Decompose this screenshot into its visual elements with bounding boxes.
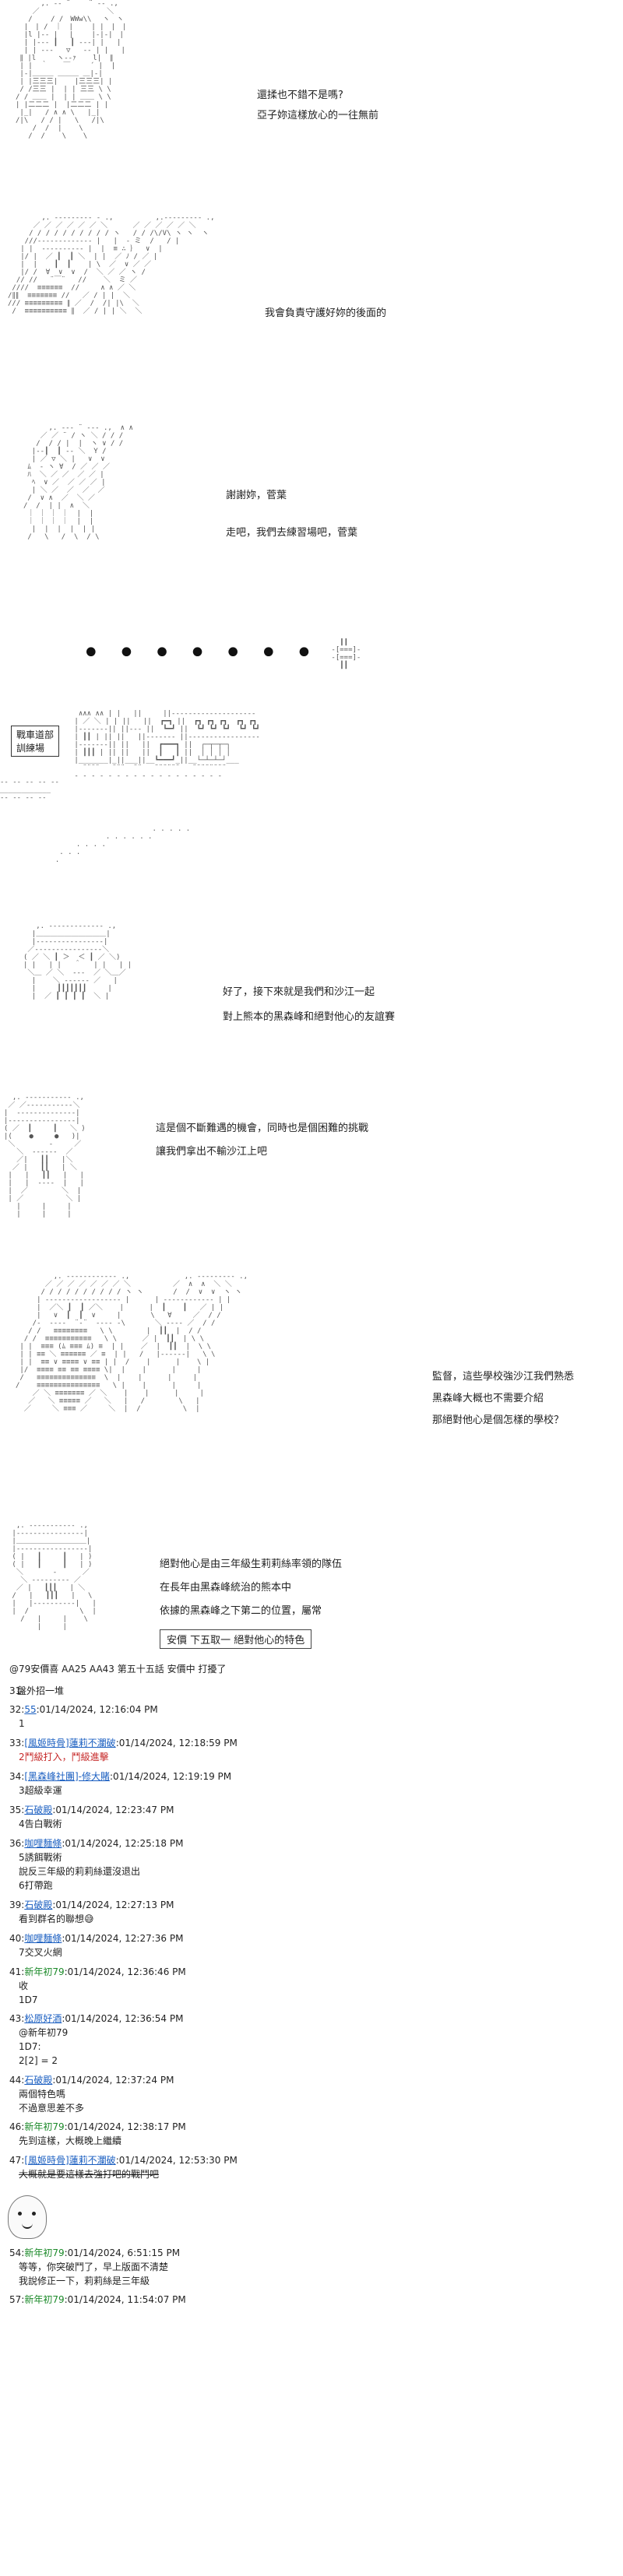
post-body: 我說修正一下，莉莉絲是三年級 bbox=[19, 2276, 150, 2286]
poster-name: 新年初79 bbox=[24, 2247, 65, 2258]
post-header: 41:新年初79:01/14/2024, 12:36:46 PM bbox=[9, 1966, 186, 1977]
ascii-art-road: ‐‐ ‐‐ ‐‐ ‐‐ ‐‐ ____________ ‐‐ ‐‐ ‐‐ ‐‐ bbox=[0, 778, 59, 802]
post-header: 32:55:01/14/2024, 12:16:04 PM bbox=[9, 1704, 158, 1715]
ascii-art-panel-2: ,. -‐‐‐‐‐‐‐‐ - ., ,.-‐‐‐‐‐‐‐- ., ／ ／ ／ ／… bbox=[8, 214, 215, 315]
thread-title: @79安價喜 AA25 AA43 第五十五話 安價中 打擾了 bbox=[9, 1664, 227, 1675]
post-body: 說反三年級的莉莉絲還沒退出 bbox=[19, 1866, 141, 1877]
post-body: 不過意思差不多 bbox=[19, 2103, 85, 2114]
post-body: 盤外招一堆 bbox=[17, 1685, 65, 1696]
ascii-art-drone: ┃┃ ‐[===]‐ ‐[===]‐ ┃┃ bbox=[331, 638, 361, 669]
poster-link[interactable]: 55 bbox=[24, 1704, 37, 1715]
post-41: 41:新年初79:01/14/2024, 12:36:46 PM 收 1D7 bbox=[9, 1965, 186, 2007]
sign-tank-club: 戰車道部 訓練場 bbox=[11, 726, 60, 757]
eye-left-icon bbox=[18, 2212, 22, 2216]
post-body: 1D7 bbox=[19, 1994, 38, 2005]
post-body: 2[2] = 2 bbox=[19, 2055, 58, 2066]
post-body: 等等，你突破鬥了，早上版面不清楚 bbox=[19, 2261, 169, 2272]
dialogue-panel-7: 這是個不斷難遇的機會，同時也是個困難的挑戰 讓我們拿出不輸沙江上吧 bbox=[156, 1123, 369, 1158]
post-header: 46:新年初79:01/14/2024, 12:38:17 PM bbox=[9, 2121, 186, 2132]
poster-name: 新年初79 bbox=[24, 1966, 65, 1977]
post-54: 54:新年初79:01/14/2024, 6:51:15 PM 等等，你突破鬥了… bbox=[9, 2246, 180, 2288]
post-47: 47:[風姬時骨]蓮莉不瀾破:01/14/2024, 12:53:30 PM 大… bbox=[9, 2153, 238, 2181]
post-header: 34:[黑森峰社團]-修大賭:01/14/2024, 12:19:19 PM bbox=[9, 1771, 232, 1782]
ascii-art-panel-9: ,. -‐‐‐‐‐‐‐‐‐- ., |‐‐‐‐‐‐‐‐‐‐‐‐‐‐‐‐| |＿＿… bbox=[12, 1522, 97, 1631]
post-body: 看到群名的聯想😅 bbox=[19, 1914, 94, 1924]
post-header: 47:[風姬時骨]蓮莉不瀾破:01/14/2024, 12:53:30 PM bbox=[9, 2155, 238, 2166]
post-header: 54:新年初79:01/14/2024, 6:51:15 PM bbox=[9, 2247, 181, 2258]
ascii-art-building: ∧∧∧ ∧∧ | | || ||‐‐‐‐‐‐‐‐‐‐‐‐‐‐‐‐‐‐‐‐ | ／… bbox=[74, 710, 260, 780]
sticker-face-image bbox=[8, 2195, 47, 2239]
post-39: 39:石破殿:01/14/2024, 12:27:13 PM 看到群名的聯想😅 bbox=[9, 1898, 174, 1926]
post-header: 36:咖哩麵條:01/14/2024, 12:25:18 PM bbox=[9, 1838, 184, 1849]
mouth-icon bbox=[22, 2223, 33, 2229]
dialogue-panel-1: 還揉也不錯不是嗎? 亞子妳這樣放心的一往無前 bbox=[257, 90, 379, 121]
ascii-art-panel-7: ,. -‐‐‐‐‐‐‐‐‐- ., ／ ／‐‐‐‐‐‐‐‐‐‐‐＼ | ‐‐‐‐… bbox=[4, 1094, 86, 1218]
post-body: 1 bbox=[19, 1718, 25, 1729]
poster-link[interactable]: 石破殿 bbox=[24, 2075, 53, 2086]
post-header: 57:新年初79:01/14/2024, 11:54:07 PM bbox=[9, 2294, 186, 2305]
poster-link[interactable]: [風姬時骨]蓮莉不瀾破 bbox=[24, 2155, 116, 2166]
post-body: 收 bbox=[19, 1980, 29, 1991]
dialogue-panel-3: 謝謝妳，菅葉 走吧，我們去練習場吧，菅葉 bbox=[226, 490, 358, 539]
post-header: 44:石破殿:01/14/2024, 12:37:24 PM bbox=[9, 2075, 174, 2086]
dialogue-panel-2: 我會負責守護好妳的後面的 bbox=[265, 308, 387, 319]
post-40: 40:咖哩麵條:01/14/2024, 12:27:36 PM 7交叉火網 bbox=[9, 1931, 183, 1959]
poster-link[interactable]: 松原好酒 bbox=[24, 2013, 62, 2024]
post-body: 4告白戰術 bbox=[19, 1819, 62, 1829]
poster-name: 新年初79 bbox=[24, 2121, 65, 2132]
post-header: 43:松原好酒:01/14/2024, 12:36:54 PM bbox=[9, 2013, 184, 2024]
post-31: 31: 盤外招一堆 bbox=[9, 1684, 64, 1698]
poster-link[interactable]: 石破殿 bbox=[24, 1899, 53, 1910]
poster-name: 新年初79 bbox=[24, 2294, 65, 2305]
post-header: 39:石破殿:01/14/2024, 12:27:13 PM bbox=[9, 1899, 174, 1910]
dialogue-panel-9: 絕對他心是由三年級生莉莉絲率領的隊伍 在長年由黑森峰統治的熊本中 依據的黑森峰之… bbox=[160, 1559, 343, 1617]
ascii-art-panel-8: ,. -‐‐‐‐‐‐‐‐‐‐- ., ,. -‐‐‐‐‐‐‐- ., ／ ／ ／… bbox=[16, 1273, 248, 1413]
ascii-art-panel-3: ,. -‐‐ ¨ ‐‐- ., ∧ ∧ ／ ／ ¨ / ヽ ＼ / / / / … bbox=[23, 424, 133, 541]
post-body: 兩個特色嗎 bbox=[19, 2089, 66, 2100]
post-header: 40:咖哩麵條:01/14/2024, 12:27:36 PM bbox=[9, 1933, 184, 1944]
post-body: 大概就是要這樣去強打吧的戰鬥吧 bbox=[19, 2169, 160, 2180]
post-body: @新年初79 bbox=[19, 2027, 69, 2038]
post-body: 7交叉火網 bbox=[19, 1947, 62, 1958]
post-header: 33:[風姬時骨]蓮莉不瀾破:01/14/2024, 12:18:59 PM bbox=[9, 1738, 238, 1748]
dialogue-panel-6: 好了，接下來就是我們和沙江一起 對上熊本的黑森峰和絕對他心的友誼賽 bbox=[223, 986, 396, 1023]
choice-prompt-box: 安價 下五取一 絕對他心的特色 bbox=[160, 1629, 312, 1649]
poster-link[interactable]: 咖哩麵條 bbox=[24, 1838, 62, 1849]
post-body: 3超級幸運 bbox=[19, 1785, 62, 1796]
post-43: 43:松原好酒:01/14/2024, 12:36:54 PM @新年初79 1… bbox=[9, 2012, 183, 2068]
post-57: 57:新年初79:01/14/2024, 11:54:07 PM bbox=[9, 2293, 186, 2307]
post-header: 35:石破殿:01/14/2024, 12:23:47 PM bbox=[9, 1805, 174, 1815]
poster-link[interactable]: 石破殿 bbox=[24, 1805, 53, 1815]
post-header: 31: bbox=[9, 1685, 25, 1696]
post-44: 44:石破殿:01/14/2024, 12:37:24 PM 兩個特色嗎 不過意… bbox=[9, 2073, 174, 2115]
ellipsis-dots: ••••••• bbox=[82, 635, 331, 671]
post-body: 先到這樣，大概晚上繼續 bbox=[19, 2135, 122, 2146]
eye-right-icon bbox=[32, 2212, 36, 2216]
poster-link[interactable]: [黑森峰社團]-修大賭 bbox=[24, 1771, 111, 1782]
dialogue-panel-8: 監督，這些學校強沙江我們熟悉 黑森峰大概也不需要介紹 那絕對他心是個怎樣的學校？ bbox=[432, 1371, 575, 1426]
poster-link[interactable]: 咖哩麵條 bbox=[24, 1933, 62, 1944]
post-body: 5誘餌戰術 bbox=[19, 1852, 62, 1863]
post-32: 32:55:01/14/2024, 12:16:04 PM 1 bbox=[9, 1703, 158, 1731]
poster-link[interactable]: [風姬時骨]蓮莉不瀾破 bbox=[24, 1738, 116, 1748]
post-body: 1D7: bbox=[19, 2041, 41, 2052]
post-34: 34:[黑森峰社團]-修大賭:01/14/2024, 12:19:19 PM 3… bbox=[9, 1769, 231, 1798]
post-body: 6打帶跑 bbox=[19, 1880, 53, 1891]
post-33: 33:[風姬時骨]蓮莉不瀾破:01/14/2024, 12:18:59 PM 2… bbox=[9, 1736, 238, 1764]
ascii-art-panel-1: ,. -‐ ¨￣￣ ¨ ‐- ., ／ ＼ / / / WWw\\ ヽ ヽ | … bbox=[16, 0, 127, 140]
post-46: 46:新年初79:01/14/2024, 12:38:17 PM 先到這樣，大概… bbox=[9, 2120, 186, 2148]
post-36: 36:咖哩麵條:01/14/2024, 12:25:18 PM 5誘餌戰術 說反… bbox=[9, 1836, 183, 1892]
post-35: 35:石破殿:01/14/2024, 12:23:47 PM 4告白戰術 bbox=[9, 1803, 174, 1831]
post-body: 2鬥級打入，鬥級進擊 bbox=[19, 1752, 109, 1762]
ascii-art-dotted-curve: . . . . . . . . . . . . . . . . . . . bbox=[55, 825, 191, 864]
ascii-art-panel-6: ,. -‐‐‐‐‐‐‐‐‐‐‐- ., |＿＿＿＿＿＿＿＿＿＿| |‐‐‐‐‐‐… bbox=[23, 923, 132, 1000]
